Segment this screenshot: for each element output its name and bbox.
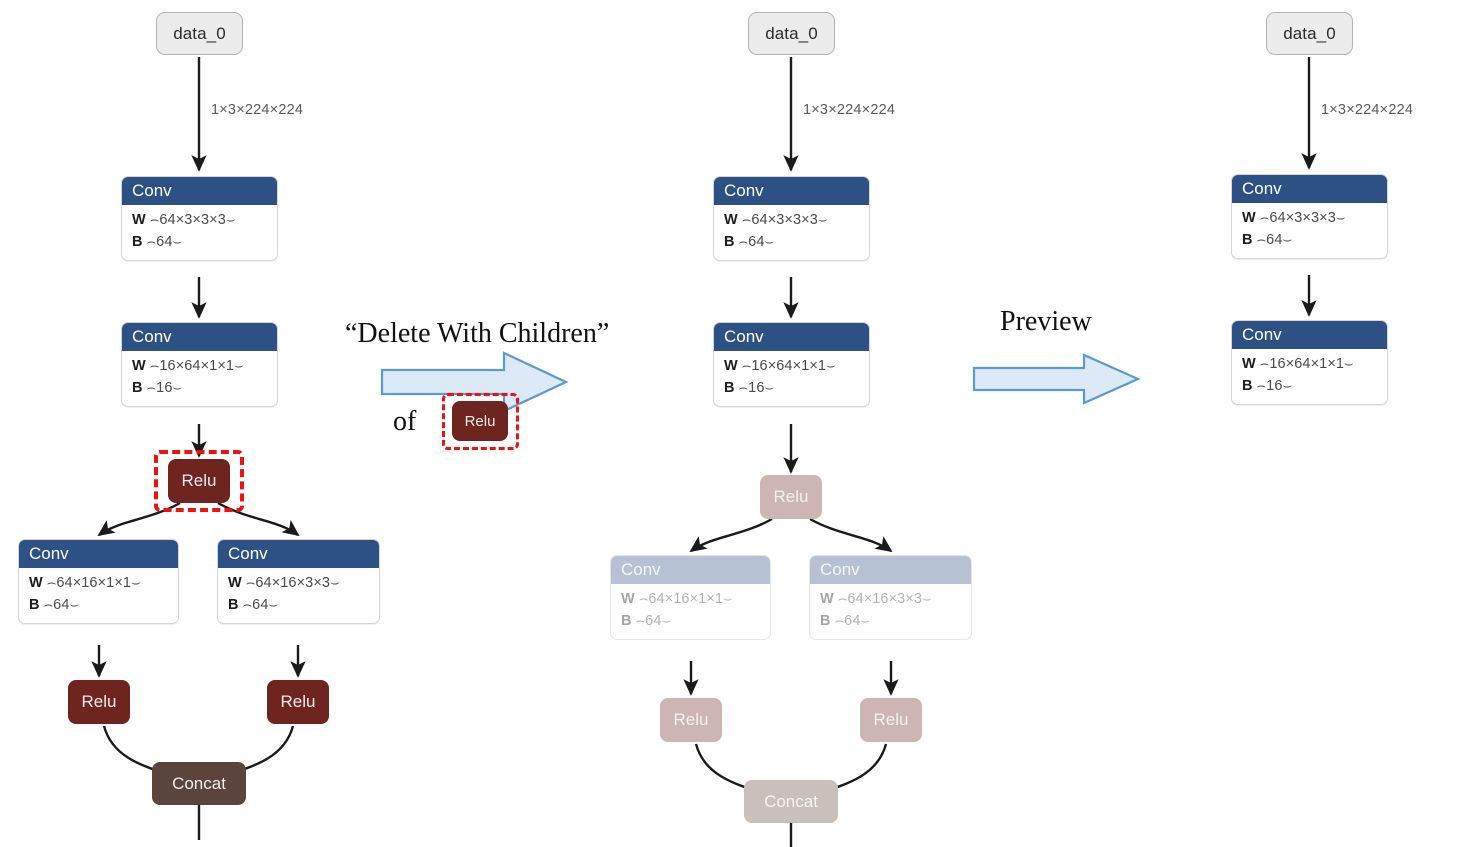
weight-key: W	[724, 358, 738, 375]
weight-shape: ⌢16×64×1×1⌣	[149, 358, 244, 375]
bias-key: B	[1242, 378, 1253, 394]
weight-shape: ⌢64×16×3×3⌣	[245, 575, 340, 592]
node-conv-1-header: Conv	[122, 177, 277, 206]
node-relu-3[interactable]: Relu	[267, 680, 329, 724]
node-conv-2-header: Conv	[1232, 321, 1387, 350]
edge-label-input-tensor: 1×3×224×224	[803, 102, 896, 118]
node-conv-2-header: Conv	[122, 323, 277, 352]
weight-shape: ⌢64×16×1×1⌣	[46, 575, 141, 592]
node-conv-3-attrs: W ⌢64×16×1×1⌣ B ⌢64⌣	[611, 584, 770, 639]
node-conv-1[interactable]: Conv W ⌢64×3×3×3⌣ B ⌢64⌣	[713, 176, 870, 261]
bias-shape: ⌢16⌣	[1256, 378, 1293, 394]
node-conv-1-header: Conv	[1232, 175, 1387, 204]
annotation-delete-label: “Delete With Children”	[345, 318, 610, 349]
node-conv-1-attrs: W ⌢64×3×3×3⌣ B ⌢64⌣	[122, 205, 277, 260]
weight-shape: ⌢64×3×3×3⌣	[149, 212, 236, 229]
node-data-0[interactable]: data_0	[156, 12, 243, 55]
node-conv-3-attrs: W ⌢64×16×1×1⌣ B ⌢64⌣	[19, 568, 178, 623]
weight-key: W	[724, 212, 738, 229]
node-conv-4-header: Conv	[810, 556, 971, 585]
annotation-of-label: of	[393, 406, 417, 437]
node-conv-3-header: Conv	[611, 556, 770, 585]
bias-shape: ⌢64⌣	[43, 597, 80, 613]
node-data-0[interactable]: data_0	[748, 12, 835, 55]
annotation-relu-chip: Relu	[452, 401, 508, 441]
bias-shape: ⌢16⌣	[738, 380, 775, 396]
node-relu-2[interactable]: Relu	[68, 680, 130, 724]
node-conv-2-attrs: W ⌢16×64×1×1⌣ B ⌢16⌣	[714, 351, 869, 406]
weight-shape: ⌢64×3×3×3⌣	[741, 212, 828, 229]
node-conv-4-header: Conv	[218, 540, 379, 569]
weight-key: W	[132, 212, 146, 229]
bias-shape: ⌢64⌣	[146, 234, 183, 250]
bias-key: B	[29, 597, 40, 613]
node-conv-2-header: Conv	[714, 323, 869, 352]
bias-shape: ⌢64⌣	[738, 234, 775, 250]
node-relu-1-pending-delete[interactable]: Relu	[760, 475, 822, 519]
node-conv-4-pending-delete[interactable]: Conv W ⌢64×16×3×3⌣ B ⌢64⌣	[809, 555, 972, 640]
node-conv-3-header: Conv	[19, 540, 178, 569]
edges-graph-preview	[683, 57, 899, 798]
weight-shape: ⌢64×16×3×3⌣	[837, 591, 932, 608]
annotation-preview-label: Preview	[1000, 306, 1092, 337]
bias-shape: ⌢64⌣	[635, 613, 672, 629]
weight-key: W	[820, 591, 834, 608]
edges-graph-before	[91, 57, 306, 780]
bias-key: B	[228, 597, 239, 613]
node-conv-2-attrs: W ⌢16×64×1×1⌣ B ⌢16⌣	[1232, 349, 1387, 404]
node-conv-4[interactable]: Conv W ⌢64×16×3×3⌣ B ⌢64⌣	[217, 539, 380, 624]
node-concat-1[interactable]: Concat	[152, 762, 246, 805]
bias-key: B	[132, 380, 143, 396]
node-conv-2-attrs: W ⌢16×64×1×1⌣ B ⌢16⌣	[122, 351, 277, 406]
node-data-0[interactable]: data_0	[1266, 12, 1353, 55]
edge-label-input-tensor: 1×3×224×224	[211, 102, 304, 118]
node-conv-2[interactable]: Conv W ⌢16×64×1×1⌣ B ⌢16⌣	[1231, 320, 1388, 405]
weight-key: W	[29, 575, 43, 592]
node-conv-1-header: Conv	[714, 177, 869, 206]
node-relu-1-selected[interactable]: Relu	[168, 459, 230, 503]
bias-shape: ⌢64⌣	[834, 613, 871, 629]
weight-key: W	[1242, 210, 1256, 227]
node-conv-3[interactable]: Conv W ⌢64×16×1×1⌣ B ⌢64⌣	[18, 539, 179, 624]
weight-key: W	[1242, 356, 1256, 373]
node-concat-1-pending-delete[interactable]: Concat	[744, 780, 838, 823]
bias-key: B	[724, 234, 735, 250]
bias-key: B	[820, 613, 831, 629]
node-conv-3-pending-delete[interactable]: Conv W ⌢64×16×1×1⌣ B ⌢64⌣	[610, 555, 771, 640]
weight-shape: ⌢64×3×3×3⌣	[1259, 210, 1346, 227]
node-conv-1[interactable]: Conv W ⌢64×3×3×3⌣ B ⌢64⌣	[121, 176, 278, 261]
node-conv-1[interactable]: Conv W ⌢64×3×3×3⌣ B ⌢64⌣	[1231, 174, 1388, 259]
node-conv-2[interactable]: Conv W ⌢16×64×1×1⌣ B ⌢16⌣	[121, 322, 278, 407]
bias-key: B	[724, 380, 735, 396]
node-conv-2[interactable]: Conv W ⌢16×64×1×1⌣ B ⌢16⌣	[713, 322, 870, 407]
weight-shape: ⌢16×64×1×1⌣	[1259, 356, 1354, 373]
node-relu-2-pending-delete[interactable]: Relu	[660, 698, 722, 742]
bias-key: B	[132, 234, 143, 250]
node-conv-4-attrs: W ⌢64×16×3×3⌣ B ⌢64⌣	[218, 568, 379, 623]
weight-key: W	[132, 358, 146, 375]
bias-shape: ⌢16⌣	[146, 380, 183, 396]
weight-key: W	[621, 591, 635, 608]
weight-key: W	[228, 575, 242, 592]
weight-shape: ⌢16×64×1×1⌣	[741, 358, 836, 375]
bias-shape: ⌢64⌣	[1256, 232, 1293, 248]
node-conv-1-attrs: W ⌢64×3×3×3⌣ B ⌢64⌣	[1232, 203, 1387, 258]
block-arrow-preview	[972, 353, 1141, 405]
node-relu-3-pending-delete[interactable]: Relu	[860, 698, 922, 742]
bias-key: B	[1242, 232, 1253, 248]
bias-shape: ⌢64⌣	[242, 597, 279, 613]
node-conv-1-attrs: W ⌢64×3×3×3⌣ B ⌢64⌣	[714, 205, 869, 260]
edge-label-input-tensor: 1×3×224×224	[1321, 102, 1414, 118]
weight-shape: ⌢64×16×1×1⌣	[638, 591, 733, 608]
node-conv-4-attrs: W ⌢64×16×3×3⌣ B ⌢64⌣	[810, 584, 971, 639]
bias-key: B	[621, 613, 632, 629]
block-arrow-delete-with-children	[380, 351, 569, 413]
